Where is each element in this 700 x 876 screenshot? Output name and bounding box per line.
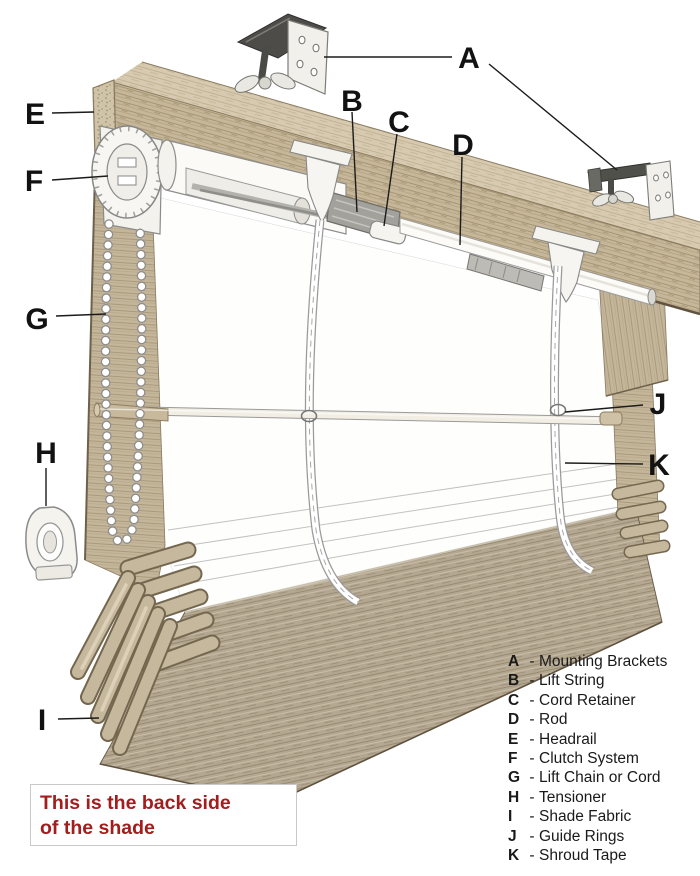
leader-I [57,717,100,720]
legend-letter: H [508,788,520,806]
part-labels: A B C D E F G H I J K [25,42,670,737]
legend-letter: A [508,653,520,670]
legend-name: Headrail [539,730,597,748]
legend-item-D: D-Rod [508,710,667,729]
leader-B [351,111,358,213]
leader-F [51,175,109,181]
support-bracket-left [289,139,353,223]
back-side-note: This is the back side of the shade [30,784,297,846]
tensioner [25,506,78,581]
label-B: B [341,85,363,118]
legend-letter: C [508,691,520,709]
legend-item-J: J-Guide Rings [508,827,667,846]
legend-item-G: G-Lift Chain or Cord [508,768,667,787]
right-fold-tubes [611,479,671,559]
leader-K [564,462,644,465]
legend-separator: - [529,672,535,690]
legend-name: Rod [539,711,568,729]
rod [399,217,657,306]
label-J: J [650,388,667,421]
label-F: F [25,165,43,198]
legend-item-K: K-Shroud Tape [508,846,667,865]
leader-J [564,404,644,413]
legend-item-H: H-Tensioner [508,788,667,807]
legend-name: Cord Retainer [539,691,636,709]
legend-separator: - [529,808,535,826]
legend-separator: - [529,847,535,865]
guide-ring-left [300,409,318,423]
legend-item-E: E-Headrail [508,730,667,749]
legend-item-C: C-Cord Retainer [508,691,667,710]
label-H: H [35,437,57,470]
label-C: C [388,106,410,139]
label-K: K [648,449,670,482]
legend-separator: - [529,653,535,670]
bead-chain [100,219,147,547]
legend-letter: E [508,730,519,748]
guide-ring-right [549,403,567,417]
legend-item-A: A-Mounting Brackets [508,652,667,671]
legend-letter: D [508,711,520,729]
legend-name: Guide Rings [539,827,625,845]
legend-name: Tensioner [539,788,607,806]
mounting-bracket-right [587,160,675,221]
legend-item-B: B-Lift String [508,671,667,690]
label-I: I [38,704,46,737]
legend-name: Clutch System [539,750,639,768]
left-fold-tubes [70,541,221,756]
parts-legend: A-Mounting Brackets B-Lift String C-Cord… [508,652,667,865]
middle-rod [93,402,623,426]
shroud-tape-right [550,265,595,576]
legend-separator: - [529,750,535,768]
label-E: E [25,98,45,131]
legend-separator: - [529,769,535,787]
legend-separator: - [529,691,535,709]
mounting-bracket-top [234,13,329,95]
wing-nut [592,190,635,207]
legend-item-I: I-Shade Fabric [508,807,667,826]
legend-name: Shade Fabric [539,808,632,826]
legend-separator: - [529,730,535,748]
leader-D [459,156,463,246]
leader-lines [45,56,644,720]
roller-tube [157,139,347,235]
cord-retainer [369,220,407,245]
guide-rings [300,403,567,423]
label-G: G [25,303,48,336]
legend-letter: B [508,672,520,690]
legend-letter: J [508,827,517,845]
note-line-1: This is the back side [40,792,231,814]
legend-name: Lift Chain or Cord [539,769,661,787]
leader-E [51,111,95,114]
legend-separator: - [529,788,535,806]
leader-C [383,133,398,227]
legend-letter: K [508,847,520,865]
label-A: A [458,42,480,75]
legend-name: Shroud Tape [539,847,627,865]
shroud-tape-left [304,219,361,606]
wing-nut [234,72,296,93]
left-fabric-strip [84,171,166,593]
legend-item-F: F-Clutch System [508,749,667,768]
support-bracket-right [531,225,601,303]
leader-A-right [488,63,618,171]
legend-separator: - [529,711,535,729]
legend-separator: - [529,827,535,845]
legend-letter: G [508,769,521,787]
label-D: D [452,129,474,162]
leader-G [55,313,107,317]
legend-name: Mounting Brackets [539,653,668,670]
note-line-2: of the shade [40,817,155,839]
legend-letter: F [508,750,518,768]
legend-letter: I [508,808,513,826]
legend-name: Lift String [539,672,605,690]
